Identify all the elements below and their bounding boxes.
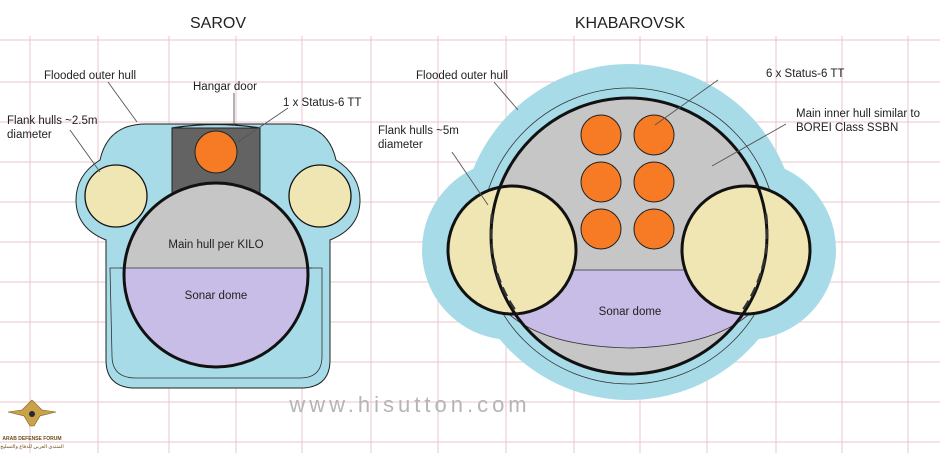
torpedo-tube — [633, 161, 675, 203]
sarov-flank-hull-left — [84, 164, 148, 228]
leader-lines — [69, 79, 787, 206]
sarov-title: SAROV — [190, 15, 246, 32]
sarov-torpedo-tube — [194, 130, 238, 174]
khabarovsk-flank-hulls-label-1: Flank hulls ~5m — [378, 125, 459, 137]
torpedo-tube — [633, 208, 675, 250]
sarov-hangar-door-label: Hangar door — [193, 81, 257, 93]
khabarovsk-title: KHABAROVSK — [575, 15, 686, 32]
sarov-hangar-door — [171, 123, 261, 129]
khabarovsk-flooded-outer-hull-label: Flooded outer hull — [416, 70, 508, 82]
khabarovsk-sonar-dome-label: Sonar dome — [599, 306, 662, 318]
sarov-flank-hulls-label-1: Flank hulls ~2.5m — [7, 115, 97, 127]
khabarovsk-main-inner-hull-label-2: BOREI Class SSBN — [796, 122, 898, 134]
khabarovsk-flank-hull-left — [446, 184, 578, 316]
torpedo-tube — [580, 114, 622, 156]
sarov-main-hull-label: Main hull per KILO — [168, 239, 263, 251]
khabarovsk-flank-hull-right — [680, 184, 812, 316]
sarov-flank-hull-right — [288, 164, 352, 228]
sarov-flank-hulls-label-2: diameter — [7, 129, 52, 141]
sarov-torpedo-tube-label: 1 x Status-6 TT — [283, 97, 361, 109]
khabarovsk-torpedo-tubes-label: 6 x Status-6 TT — [766, 68, 844, 80]
khabarovsk-torpedo-tubes — [580, 114, 675, 250]
sarov-cross-section — [75, 123, 361, 389]
torpedo-tube — [633, 114, 675, 156]
khabarovsk-main-inner-hull-label-1: Main inner hull similar to — [796, 108, 920, 120]
torpedo-tube — [580, 208, 622, 250]
sarov-flooded-outer-hull-label: Flooded outer hull — [44, 70, 136, 82]
sarov-sonar-dome-label: Sonar dome — [185, 290, 248, 302]
khabarovsk-flank-hulls-label-2: diameter — [378, 139, 423, 151]
logo-text-line2: المنتدى العربي للدفاع والتسليح — [0, 444, 64, 450]
logo-text-line1: ARAB DEFENSE FORUM — [2, 436, 61, 442]
torpedo-tube — [580, 161, 622, 203]
watermark: www.hisutton.com — [288, 392, 530, 417]
khabarovsk-cross-section — [422, 64, 836, 400]
sarov-inner-outline — [109, 267, 323, 379]
forum-logo: ARAB DEFENSE FORUM المنتدى العربي للدفاع… — [0, 399, 64, 450]
